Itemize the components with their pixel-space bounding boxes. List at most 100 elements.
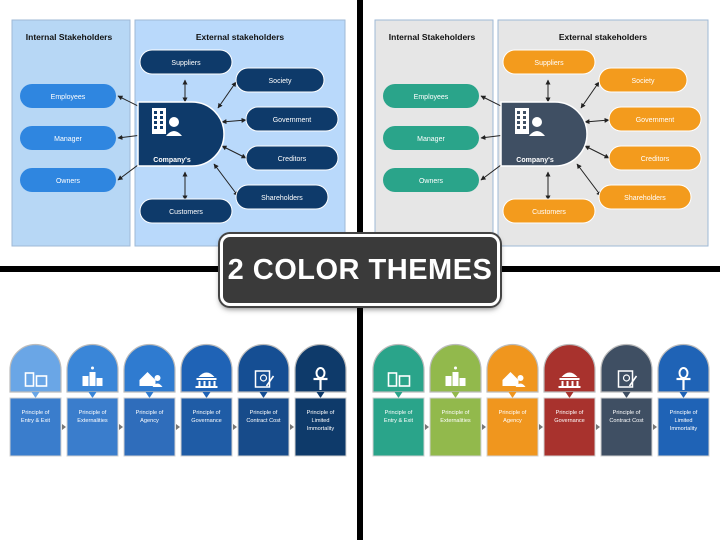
person-head xyxy=(532,117,542,127)
internal-stakeholder-label: Employees xyxy=(51,94,86,101)
principle-arrow xyxy=(425,424,429,430)
principle-label: Principle of xyxy=(250,410,278,416)
principle-label: Limited xyxy=(311,418,329,424)
city-building xyxy=(89,372,96,386)
roof xyxy=(196,378,217,380)
external-title: External stakeholders xyxy=(196,32,285,42)
person-body xyxy=(529,131,545,136)
principle-pointer xyxy=(679,392,688,398)
house-shape xyxy=(502,372,519,386)
principle-pointer xyxy=(259,392,268,398)
external-stakeholder-pill xyxy=(598,184,692,210)
principle-arrow xyxy=(290,424,294,430)
principle-body xyxy=(372,397,425,457)
person-head xyxy=(169,117,179,127)
building-window xyxy=(517,116,520,119)
external-stakeholder-pill xyxy=(245,145,339,171)
internal-stakeholder-pill xyxy=(383,84,479,108)
company-label: Company's xyxy=(516,157,554,164)
internal-title: Internal Stakeholders xyxy=(26,32,113,42)
principle-pointer xyxy=(622,392,631,398)
principle-body xyxy=(543,397,596,457)
dome xyxy=(198,372,215,377)
connector-arrow xyxy=(221,117,247,125)
principle-body xyxy=(486,397,539,457)
principle-header xyxy=(180,343,233,393)
base xyxy=(195,386,218,388)
city-building xyxy=(96,378,103,386)
city-building xyxy=(82,376,89,386)
principle-pointer xyxy=(145,392,154,398)
principle-label: Principle of xyxy=(499,410,527,416)
city-building xyxy=(445,376,452,386)
pen xyxy=(265,375,275,387)
stakeholder-svg-blue: Internal Stakeholders External stakeholde… xyxy=(11,19,346,247)
person-body xyxy=(515,383,526,387)
principle-label: Immortality xyxy=(307,426,335,432)
principle-body xyxy=(123,397,176,457)
door-frame xyxy=(24,372,35,387)
building-window xyxy=(523,121,526,124)
principle-card: Principle of Contract Cost xyxy=(600,343,657,457)
internal-stakeholder-label: Manager xyxy=(54,136,82,143)
principle-arrow xyxy=(119,424,123,430)
principle-body xyxy=(180,397,233,457)
principle-label: Immortality xyxy=(670,426,698,432)
principle-label: Agency xyxy=(140,418,159,424)
principle-label: Principle of xyxy=(136,410,164,416)
color-themes-banner: 2 COLOR THEMES xyxy=(220,234,500,306)
connector-arrow xyxy=(576,163,602,197)
building-window xyxy=(523,116,526,119)
building-window xyxy=(154,116,157,119)
pen xyxy=(628,375,638,387)
principle-header xyxy=(372,343,425,393)
building-window xyxy=(523,126,526,129)
paper xyxy=(617,370,634,388)
external-stakeholder-pill xyxy=(139,49,233,75)
principle-label: Principle of xyxy=(670,410,698,416)
external-stakeholder-label: Government xyxy=(273,117,312,124)
principle-label: Governance xyxy=(554,418,584,424)
door-frame xyxy=(387,372,398,387)
principle-label: Entry & Exit xyxy=(21,418,51,424)
internal-stakeholder-label: Manager xyxy=(417,136,445,143)
principle-label: Externalities xyxy=(77,418,108,424)
principle-label: Principle of xyxy=(193,410,221,416)
principle-label: Principle of xyxy=(307,410,335,416)
external-stakeholder-label: Suppliers xyxy=(171,60,201,67)
building-window xyxy=(154,126,157,129)
city-building xyxy=(452,372,459,386)
building-person-icon xyxy=(515,108,545,136)
principle-arrow xyxy=(482,424,486,430)
principle-header xyxy=(123,343,176,393)
column xyxy=(198,381,201,386)
principle-label: Contract Cost xyxy=(609,418,644,424)
principle-pointer xyxy=(394,392,403,398)
dome xyxy=(561,372,578,377)
principle-body xyxy=(294,397,347,457)
column xyxy=(576,381,579,386)
principle-header xyxy=(543,343,596,393)
internal-stakeholder-pill xyxy=(383,168,479,192)
external-stakeholder-label: Customers xyxy=(169,209,203,216)
external-stakeholder-pill xyxy=(502,198,596,224)
city-dot xyxy=(91,366,94,370)
house-shape xyxy=(139,372,156,386)
principle-card: Principle of Agency xyxy=(123,343,180,457)
principle-body xyxy=(600,397,653,457)
external-stakeholder-pill xyxy=(235,184,329,210)
seal xyxy=(622,374,631,382)
city-dot xyxy=(454,366,457,370)
principle-body xyxy=(9,397,62,457)
principle-label: Principle of xyxy=(613,410,641,416)
column xyxy=(213,381,216,386)
external-stakeholder-label: Society xyxy=(632,78,655,85)
external-stakeholder-pill xyxy=(608,145,702,171)
